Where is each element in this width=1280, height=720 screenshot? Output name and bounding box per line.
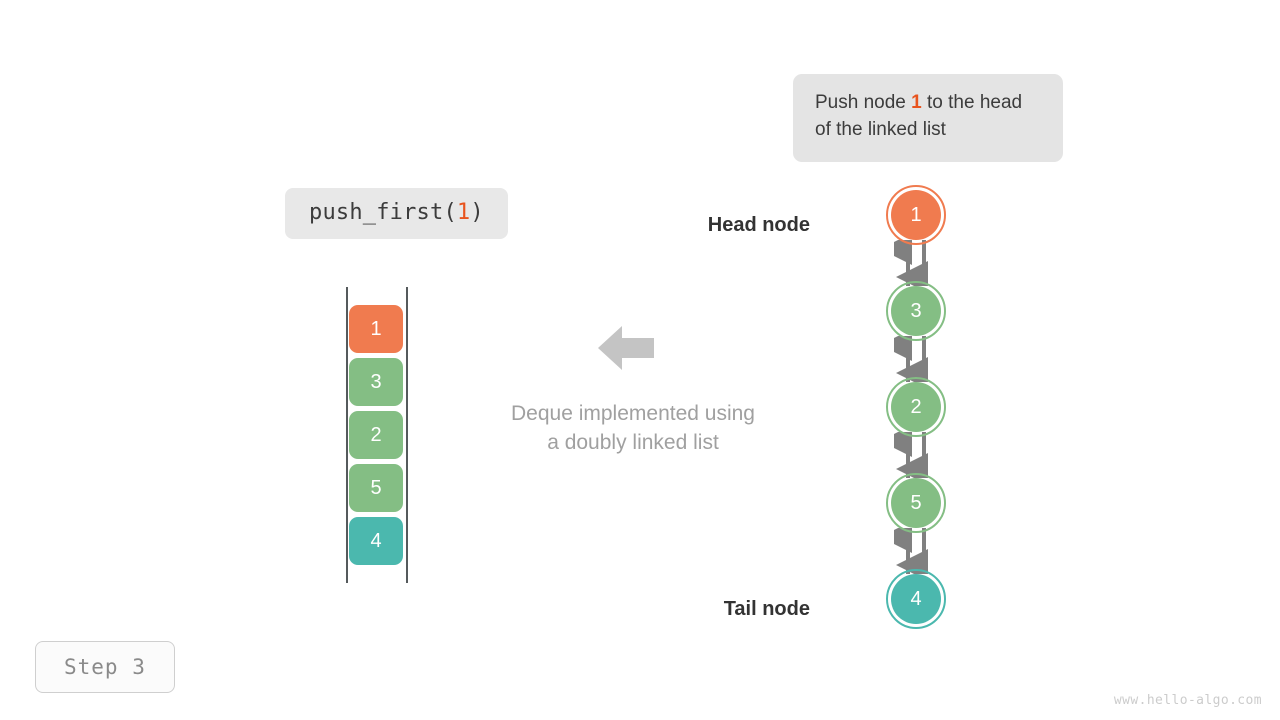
linked-list-container: 1 3 2 5 4 bbox=[880, 185, 960, 646]
arrow-left-icon bbox=[598, 324, 654, 372]
diagram-caption: Deque implemented using a doubly linked … bbox=[453, 400, 813, 458]
tail-node-label: Tail node bbox=[723, 598, 810, 620]
callout-text-before: Push node bbox=[815, 92, 912, 113]
node-value: 5 bbox=[910, 492, 922, 514]
deque-array-container: 1 3 2 5 4 bbox=[344, 287, 410, 583]
code-suffix: ) bbox=[470, 200, 484, 225]
array-rail-right bbox=[406, 287, 408, 583]
linked-list-node: 3 bbox=[886, 281, 946, 341]
array-cell: 1 bbox=[349, 305, 403, 353]
array-cell-list: 1 3 2 5 4 bbox=[349, 305, 403, 565]
code-prefix: push_first( bbox=[309, 200, 457, 225]
array-rail-left bbox=[346, 287, 348, 583]
callout-text-after: to the head of the linked list bbox=[815, 92, 1023, 140]
node-link-bidirectional bbox=[880, 233, 938, 293]
linked-list-node: 2 bbox=[886, 377, 946, 437]
operation-code-pill: push_first(1) bbox=[285, 188, 508, 239]
node-value: 1 bbox=[910, 204, 922, 226]
watermark: www.hello-algo.com bbox=[1113, 693, 1262, 708]
callout-bubble: Push node 1 to the head of the linked li… bbox=[793, 74, 1063, 162]
linked-list-node: 1 bbox=[886, 185, 946, 245]
linked-list-node: 4 bbox=[886, 569, 946, 629]
node-value: 4 bbox=[910, 588, 922, 610]
node-value: 2 bbox=[910, 396, 922, 418]
caption-line-2: a doubly linked list bbox=[547, 430, 719, 454]
node-link-bidirectional bbox=[880, 521, 938, 581]
callout-highlight-value: 1 bbox=[911, 92, 922, 113]
array-cell: 5 bbox=[349, 464, 403, 512]
array-cell: 4 bbox=[349, 517, 403, 565]
node-value: 3 bbox=[910, 300, 922, 322]
step-badge: Step 3 bbox=[35, 641, 175, 693]
linked-list-node: 5 bbox=[886, 473, 946, 533]
array-cell: 3 bbox=[349, 358, 403, 406]
caption-line-1: Deque implemented using bbox=[511, 402, 755, 425]
head-node-label: Head node bbox=[707, 214, 810, 236]
array-cell: 2 bbox=[349, 411, 403, 459]
node-link-bidirectional bbox=[880, 425, 938, 485]
code-argument: 1 bbox=[456, 200, 471, 225]
node-link-bidirectional bbox=[880, 329, 938, 389]
